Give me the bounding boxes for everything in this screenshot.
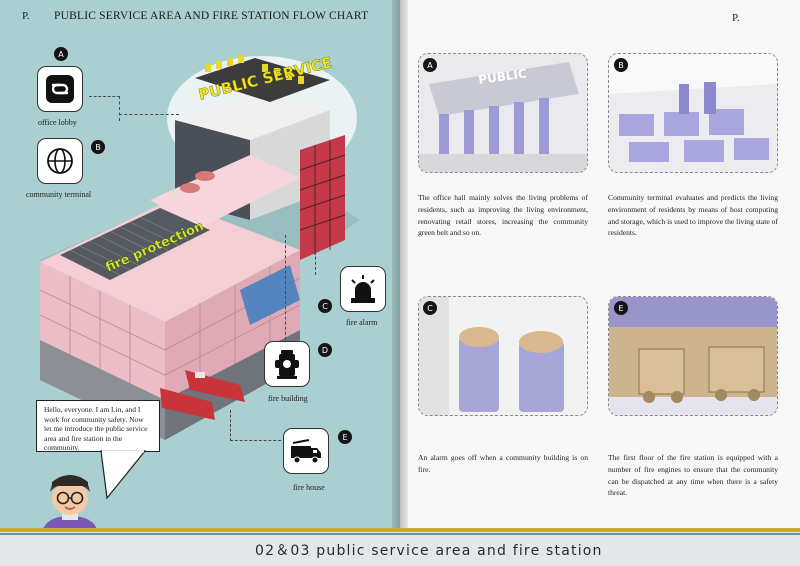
fire-truck-illustration: [160, 370, 245, 420]
panel-a-caption: The office hall mainly solves the living…: [418, 193, 588, 238]
connector-a: [89, 96, 120, 121]
panel-c-caption: An alarm goes off when a community build…: [418, 453, 588, 474]
fire-truck-icon: [291, 439, 321, 464]
fire-building-label: fire building: [268, 394, 308, 403]
connector-d: [285, 235, 286, 345]
panel-b-badge: B: [614, 58, 628, 72]
building-illustration: PUBLIC SERVICE fire protection: [39, 53, 360, 440]
panel-a-badge: A: [423, 58, 437, 72]
footer-stripe-blue: [0, 533, 800, 535]
connector-b: [119, 114, 179, 115]
badge-b: B: [91, 140, 105, 154]
office-lobby-label: office lobby: [38, 118, 77, 127]
fire-alarm-icon-box[interactable]: [340, 266, 386, 312]
footer-stripe: [0, 528, 800, 532]
speech-tail: [100, 450, 147, 500]
svg-text:PUBLIC: PUBLIC: [477, 66, 527, 87]
badge-c: C: [318, 299, 332, 313]
footer-bar: [0, 532, 800, 566]
panel-b-image: [608, 53, 778, 173]
community-terminal-icon-box[interactable]: [37, 138, 83, 184]
fire-house-label: fire house: [293, 483, 325, 492]
globe-icon: [47, 148, 73, 174]
badge-a: A: [54, 47, 68, 61]
panel-e-badge: E: [614, 301, 628, 315]
badge-e: E: [338, 430, 352, 444]
panel-e-image: [608, 296, 778, 416]
community-terminal-label: community terminal: [26, 190, 92, 199]
fire-alarm-label: fire alarm: [346, 318, 378, 327]
panel-c-image: [418, 296, 588, 416]
hydrant-icon: [275, 350, 299, 379]
panel-c-badge: C: [423, 301, 437, 315]
page-number-left: P.: [22, 10, 30, 22]
fire-building-icon-box[interactable]: [264, 341, 310, 387]
connector-c: [315, 185, 316, 275]
link-icon: [46, 75, 74, 103]
page-number-right: P.: [732, 12, 740, 24]
avatar: [42, 475, 98, 532]
panel-e-caption: The first floor of the fire station is e…: [608, 453, 778, 498]
office-lobby-icon-box[interactable]: [37, 66, 83, 112]
badge-d: D: [318, 343, 332, 357]
page-gutter: [392, 0, 408, 532]
alarm-icon: [351, 275, 375, 303]
footer-title: 02＆03 public service area and fire stati…: [255, 543, 603, 559]
panel-b-caption: Community terminal evaluates and predict…: [608, 193, 778, 238]
speech-text: Hello, everyone. I am Lin, and I work fo…: [44, 405, 148, 452]
page-title: PUBLIC SERVICE AREA AND FIRE STATION FLO…: [54, 10, 369, 22]
connector-e: [230, 410, 281, 441]
panel-a-image: PUBLIC: [418, 53, 588, 173]
speech-bubble: Hello, everyone. I am Lin, and I work fo…: [36, 400, 160, 452]
fire-house-icon-box[interactable]: [283, 428, 329, 474]
